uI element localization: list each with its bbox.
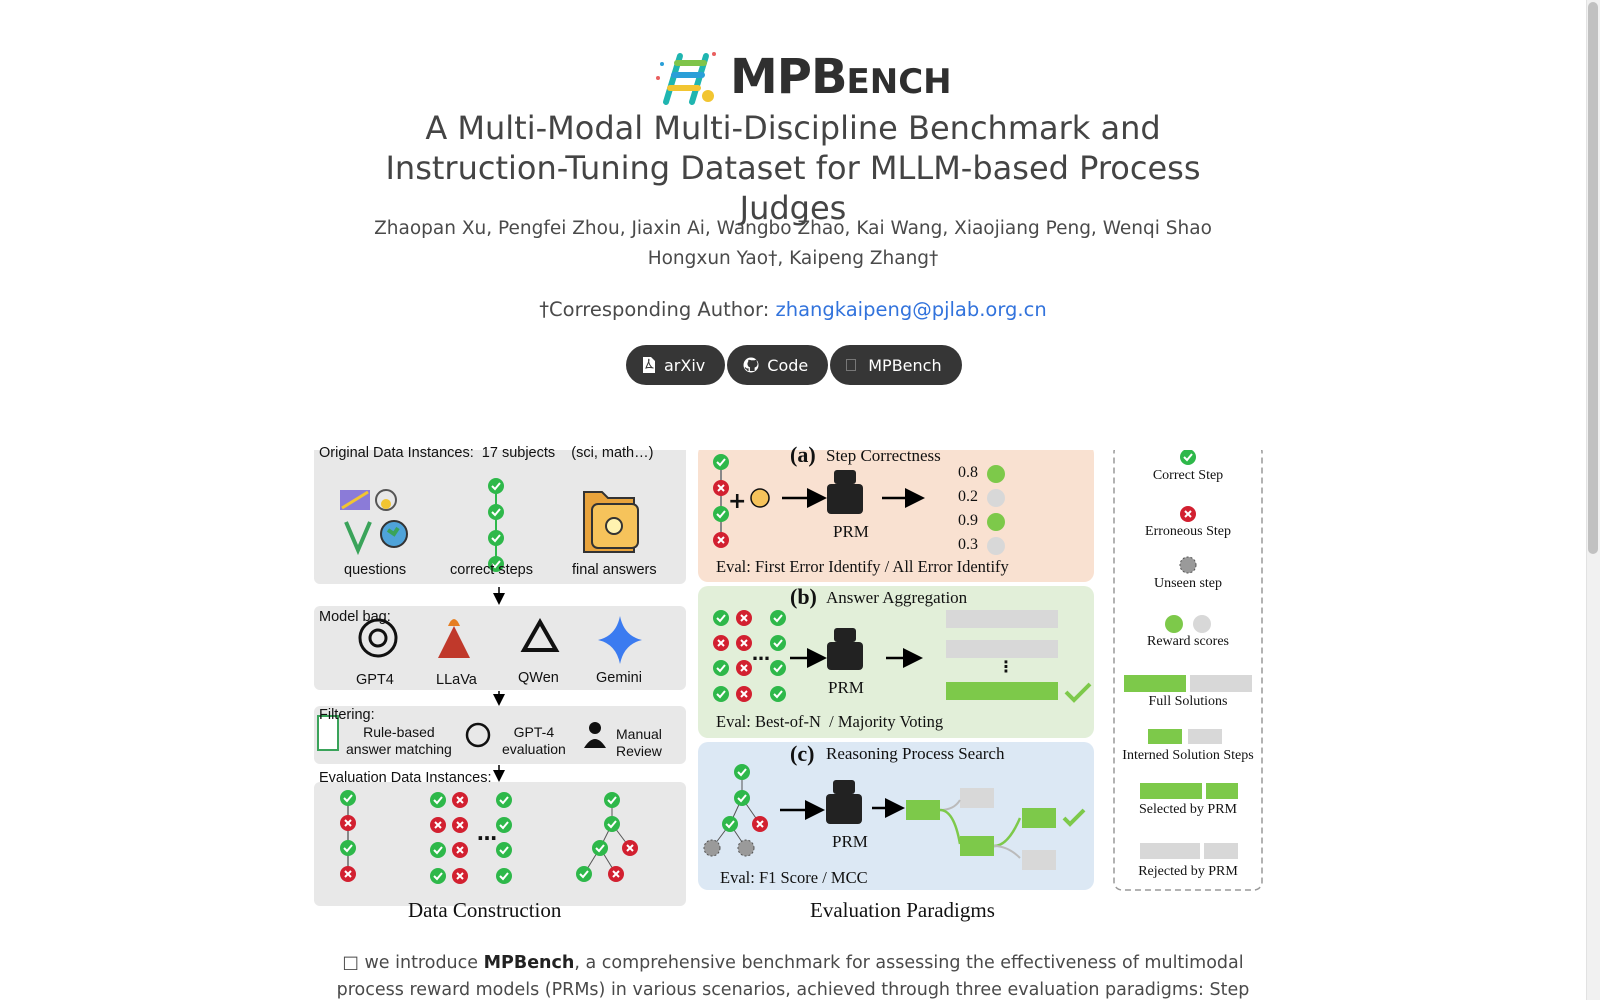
final-answers-folder-icon bbox=[583, 491, 639, 553]
manual-review-label: Manual Review bbox=[616, 726, 662, 759]
model-bag-panel bbox=[314, 606, 686, 690]
rules-icon bbox=[317, 715, 339, 751]
panel-a-tag: (a) bbox=[790, 442, 816, 467]
intro-prefix: □ we introduce bbox=[342, 953, 484, 973]
arxiv-label: arXiv bbox=[664, 355, 706, 375]
link-buttons: arXiv Code MPBench bbox=[626, 345, 962, 385]
qwen-icon bbox=[520, 617, 560, 652]
correct-steps-label: correct steps bbox=[450, 562, 533, 578]
step-correctness-graphic: + bbox=[712, 453, 1005, 555]
github-icon bbox=[743, 357, 759, 373]
original-data-header: Original Data Instances: 17 subjects (sc… bbox=[319, 445, 654, 461]
authors-line-1: Zhaopan Xu, Pengfei Zhou, Jiaxin Ai, Wan… bbox=[374, 218, 1212, 239]
score-3: 0.9 bbox=[958, 512, 978, 529]
pdf-icon bbox=[643, 357, 655, 373]
svg-text:⋮: ⋮ bbox=[998, 657, 1014, 676]
legend-full: Full Solutions bbox=[1148, 694, 1228, 709]
code-label: Code bbox=[767, 355, 809, 375]
gpt4-evaluation-label: GPT-4 evaluation bbox=[502, 724, 566, 757]
answer-aggregation-graphic: … ⋮ bbox=[712, 609, 1092, 703]
data-construction-caption: Data Construction bbox=[408, 898, 562, 922]
email-link[interactable]: zhangkaipeng@pjlab.org.cn bbox=[775, 298, 1047, 321]
corresponding-label: †Corresponding Author: bbox=[539, 298, 776, 321]
legend-interned: Interned Solution Steps bbox=[1122, 748, 1254, 763]
process-search-graphic bbox=[703, 763, 1086, 870]
legend-erroneous: Erroneous Step bbox=[1145, 524, 1231, 539]
score-2: 0.2 bbox=[958, 488, 978, 505]
panel-b-tag: (b) bbox=[790, 584, 817, 609]
gpt4-icon bbox=[358, 618, 398, 658]
overview-figure: … + … bbox=[314, 442, 1272, 942]
gpt4-eval-icon bbox=[465, 722, 491, 748]
legend-correct: Correct Step bbox=[1152, 468, 1224, 483]
svg-text:…: … bbox=[752, 644, 770, 665]
authors-line-2: Hongxun Yao†, Kaipeng Zhang† bbox=[647, 248, 939, 269]
panel-a-eval: Eval: First Error Identify / All Error I… bbox=[716, 557, 1009, 576]
correct-steps-chain bbox=[487, 477, 505, 573]
panel-a-title: Step Correctness bbox=[826, 446, 941, 465]
llava-icon bbox=[438, 619, 470, 658]
authors: Zhaopan Xu, Pengfei Zhou, Jiaxin Ai, Wan… bbox=[300, 214, 1286, 274]
model-gemini-label: Gemini bbox=[596, 670, 642, 686]
legend-reward: Reward scores bbox=[1146, 634, 1230, 649]
svg-text:+: + bbox=[728, 489, 746, 514]
filtering-panel bbox=[314, 706, 686, 764]
panel-c-title: Reasoning Process Search bbox=[826, 744, 1005, 763]
model-qwen-label: QWen bbox=[518, 670, 559, 686]
eval-instances-label: Evaluation Data Instances: bbox=[319, 770, 492, 786]
panel-b-prm-label: PRM bbox=[828, 678, 864, 697]
figure-svg: … + … bbox=[314, 443, 1263, 906]
panel-b-eval: Eval: Best-of-N / Majority Voting bbox=[716, 712, 944, 731]
legend-symbols bbox=[1124, 448, 1252, 859]
mpbench-label: MPBench bbox=[868, 355, 942, 375]
ladder-logo-icon bbox=[656, 52, 716, 105]
filtering-label: Filtering: bbox=[319, 707, 375, 723]
logo-text: MPBENCH bbox=[730, 49, 952, 105]
intro-bold: MPBench bbox=[483, 953, 575, 973]
page-title: A Multi-Modal Multi-Discipline Benchmark… bbox=[385, 109, 1201, 227]
person-icon bbox=[584, 722, 606, 748]
panel-a-prm-label: PRM bbox=[833, 522, 869, 541]
panel-c-eval: Eval: F1 Score / MCC bbox=[720, 868, 868, 887]
score-4: 0.3 bbox=[958, 536, 978, 553]
panel-c-tag: (c) bbox=[790, 741, 815, 766]
intro-rest: , a comprehensive benchmark for assessin… bbox=[336, 953, 1250, 1000]
arxiv-button[interactable]: arXiv bbox=[626, 345, 726, 385]
questions-icons bbox=[340, 489, 408, 556]
corresponding-author: †Corresponding Author: zhangkaipeng@pjla… bbox=[300, 298, 1286, 321]
logo: MPBENCH bbox=[650, 48, 952, 106]
eval-instances-trees: … bbox=[339, 789, 639, 885]
final-answers-label: final answers bbox=[572, 562, 657, 578]
questions-label: questions bbox=[344, 562, 407, 578]
svg-text:…: … bbox=[477, 821, 497, 845]
model-llava-label: LLaVa bbox=[436, 672, 477, 688]
score-1: 0.8 bbox=[958, 464, 978, 481]
panel-b-title: Answer Aggregation bbox=[826, 588, 968, 607]
model-gpt4-label: GPT4 bbox=[356, 672, 394, 688]
vertical-scrollbar[interactable] bbox=[1586, 0, 1600, 1000]
dataset-icon bbox=[846, 359, 857, 371]
gemini-icon bbox=[598, 616, 642, 664]
legend-rejected: Rejected by PRM bbox=[1138, 864, 1238, 879]
model-bag-label: Model bag: bbox=[319, 609, 391, 625]
rule-based-label: Rule-based answer matching bbox=[346, 724, 452, 757]
panel-c-prm-label: PRM bbox=[832, 832, 868, 851]
legend-selected: Selected by PRM bbox=[1139, 802, 1237, 817]
evaluation-paradigms-caption: Evaluation Paradigms bbox=[810, 898, 995, 922]
mpbench-button[interactable]: MPBench bbox=[830, 345, 962, 385]
scrollbar-thumb[interactable] bbox=[1588, 2, 1598, 554]
intro-paragraph: □ we introduce MPBench, a comprehensive … bbox=[310, 950, 1276, 1000]
code-button[interactable]: Code bbox=[727, 345, 829, 385]
legend-unseen: Unseen step bbox=[1153, 576, 1223, 591]
